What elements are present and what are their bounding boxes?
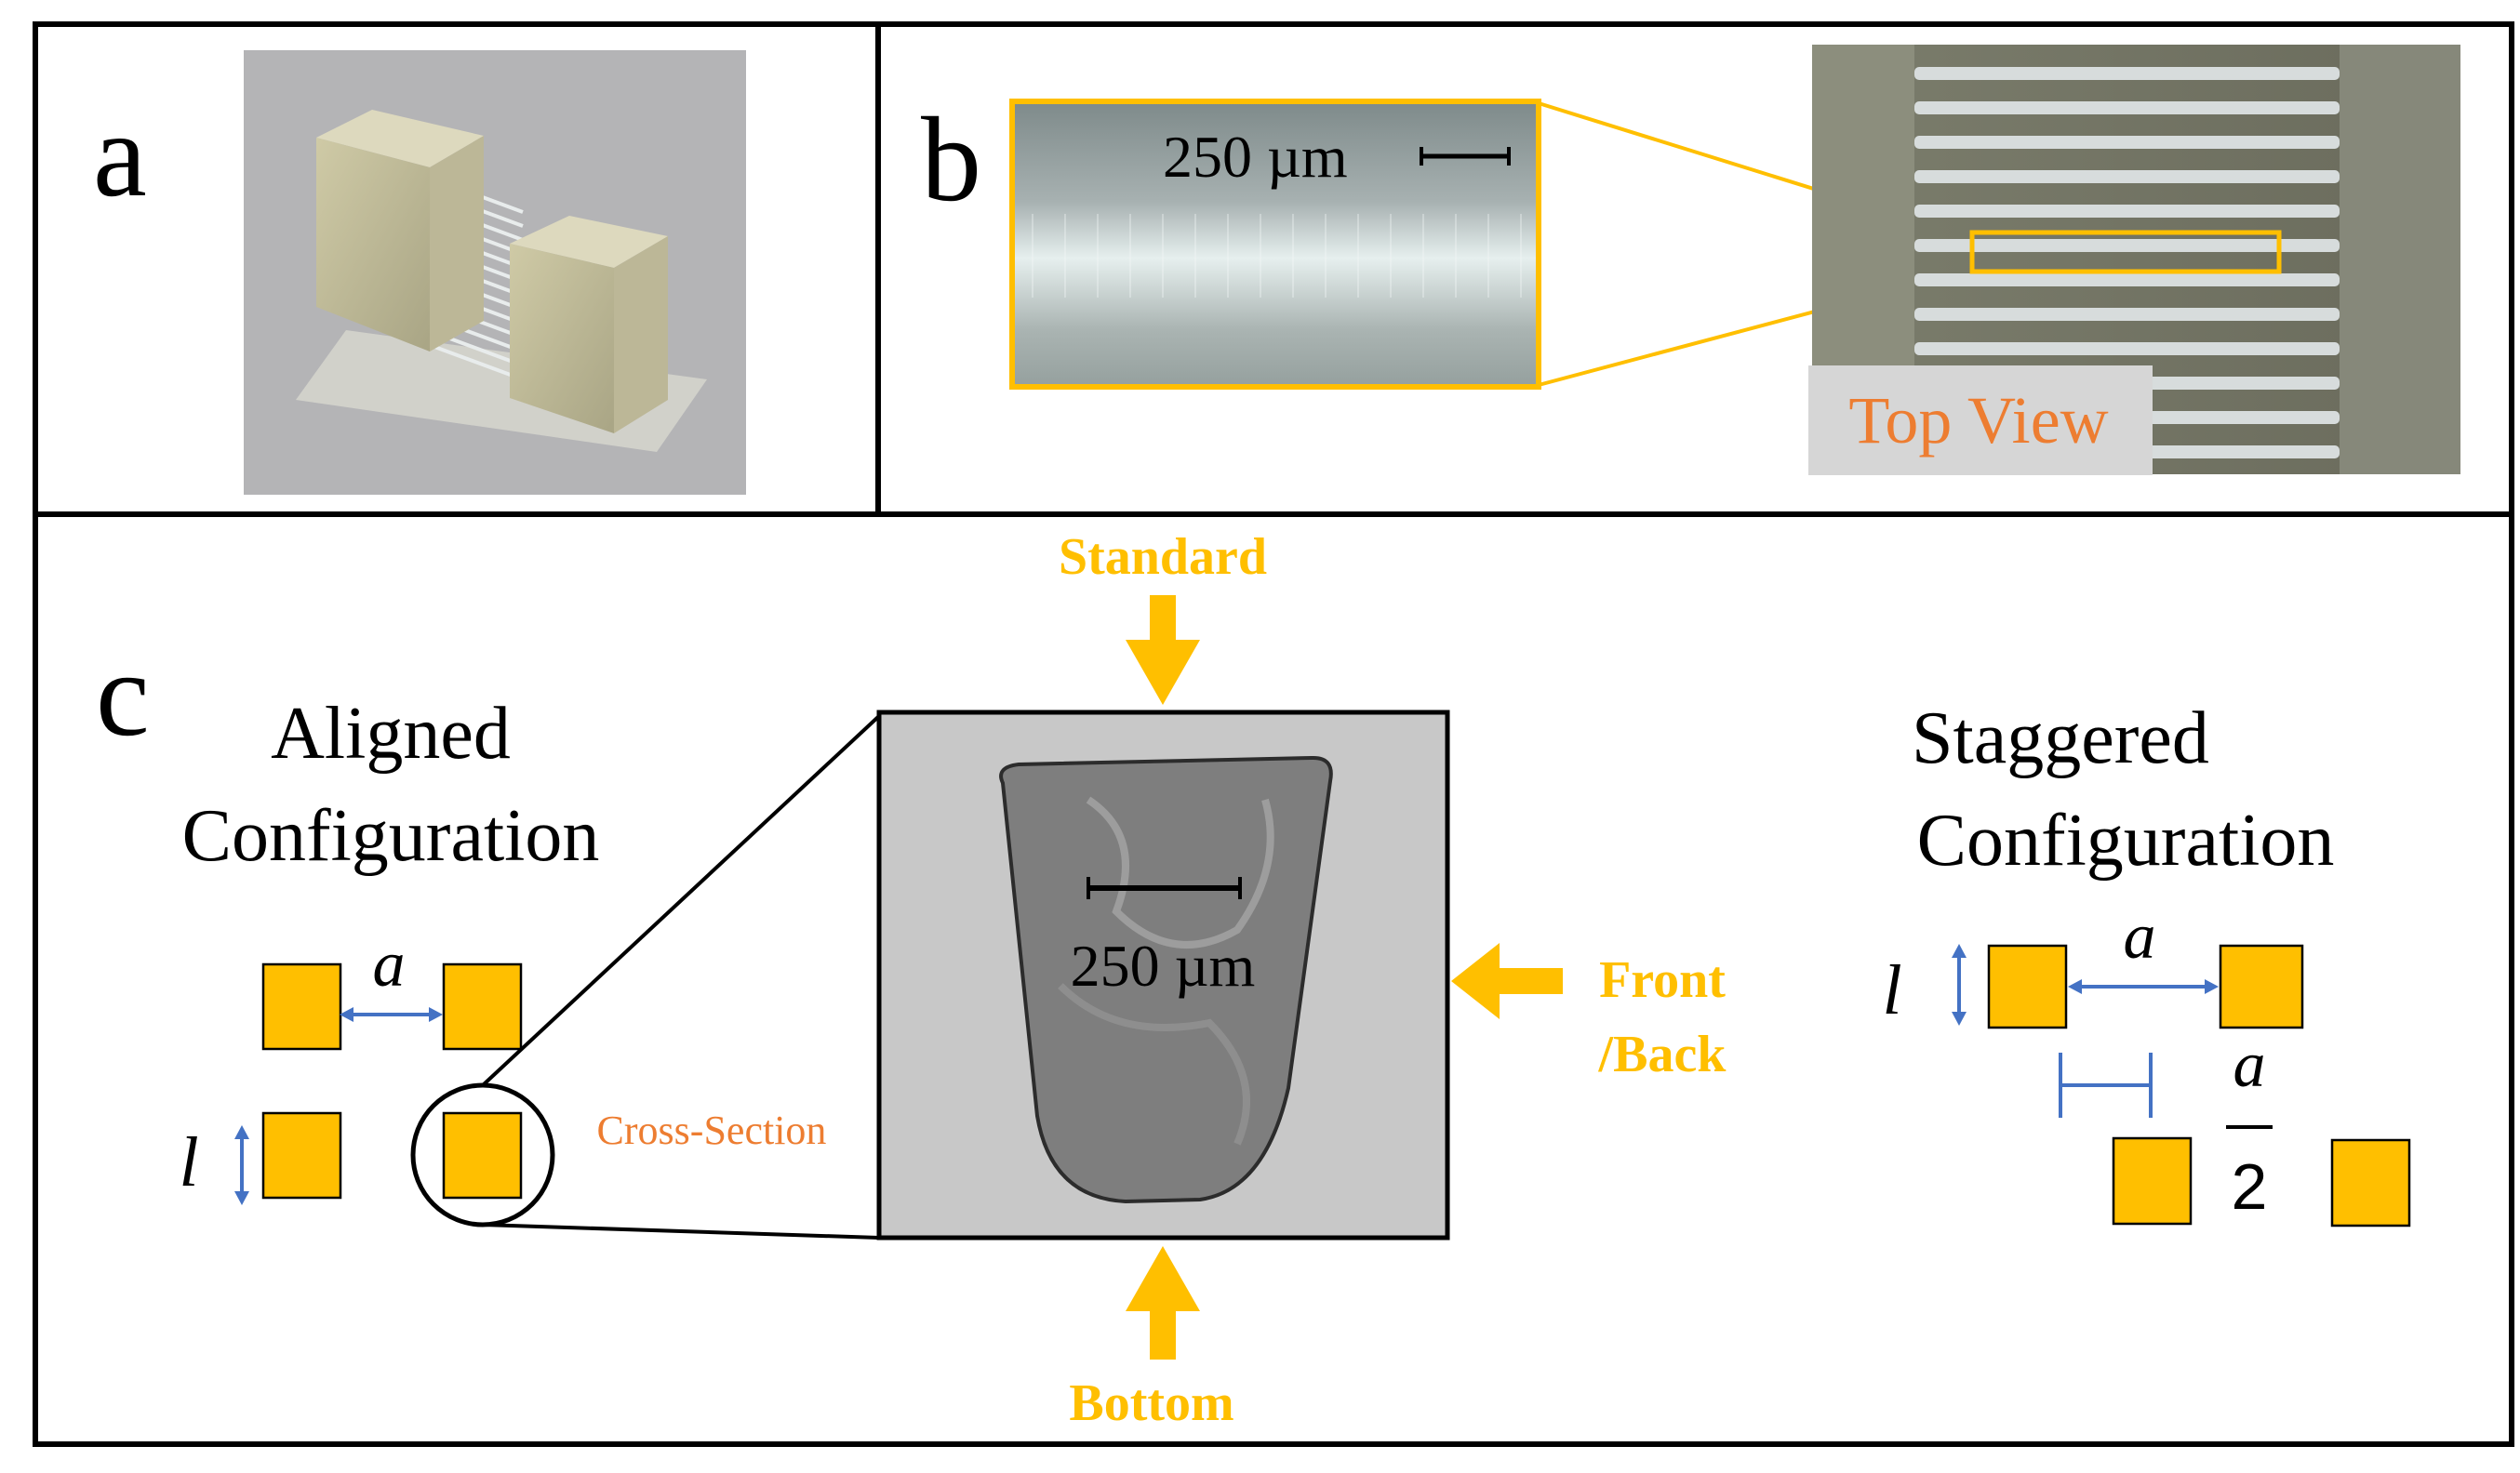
staggered-diagram: l a a 2 bbox=[1882, 901, 2411, 1228]
top-view-label: Top View bbox=[1848, 383, 2108, 458]
panel-c: c Aligned Configuration Staggered Config… bbox=[96, 528, 2411, 1432]
staggered-square-top-right bbox=[2219, 944, 2304, 1029]
top-view-photo: Top View bbox=[1808, 45, 2460, 475]
staggered-symbol-a: a bbox=[2124, 901, 2156, 973]
outer-frame bbox=[33, 21, 2514, 1447]
zoom-inset: 250 µm bbox=[1009, 99, 1541, 390]
block-left-top bbox=[316, 110, 484, 167]
aligned-square-top-right bbox=[442, 962, 523, 1051]
aligned-square-bottom-left bbox=[261, 1111, 342, 1200]
staggered-square-top-left bbox=[1987, 944, 2068, 1029]
staggered-square-bottom-right bbox=[2330, 1138, 2411, 1228]
arrow-front-back bbox=[1451, 943, 1563, 1019]
aligned-symbol-l: l bbox=[179, 1123, 198, 1201]
top-view-right-block bbox=[2340, 45, 2460, 474]
arrow-front-label-line2: /Back bbox=[1598, 1026, 1727, 1083]
panel-frames bbox=[33, 21, 2514, 1447]
block-left-front bbox=[316, 138, 430, 352]
arrow-standard-label: Standard bbox=[1059, 528, 1267, 586]
arrow-standard bbox=[1126, 595, 1200, 705]
aligned-title-line2: Configuration bbox=[182, 795, 600, 877]
panel-b-label: b bbox=[921, 93, 981, 227]
arrow-front-label-line1: Front bbox=[1599, 951, 1726, 1009]
block-right-front bbox=[510, 244, 614, 433]
cross-section-zoom-line-top bbox=[481, 714, 881, 1087]
layer-texture bbox=[1032, 214, 1522, 298]
zoom-inset-border bbox=[1009, 99, 1541, 390]
fraction-denominator: 2 bbox=[2232, 1150, 2268, 1223]
top-view-zoom-box bbox=[1969, 230, 2282, 274]
staggered-symbol-l: l bbox=[1882, 951, 1901, 1029]
panel-a: a bbox=[93, 50, 746, 495]
top-view-label-background bbox=[1808, 365, 2153, 475]
panel-a-photo bbox=[244, 50, 746, 495]
staggered-square-bottom-left bbox=[2112, 1136, 2193, 1226]
block-right-side bbox=[614, 236, 668, 433]
zoom-scale-text: 250 µm bbox=[1163, 124, 1348, 190]
arrow-bottom bbox=[1126, 1246, 1200, 1360]
aligned-square-top-left bbox=[261, 962, 342, 1051]
aligned-title-line1: Aligned bbox=[271, 693, 511, 775]
aligned-square-bottom-right bbox=[442, 1111, 523, 1200]
aligned-diagram: a l Cross-Section bbox=[179, 929, 827, 1228]
panel-a-label: a bbox=[93, 88, 147, 222]
panel-b: b 250 µm bbox=[921, 45, 2460, 475]
zoom-inset-photo bbox=[1012, 101, 1539, 387]
cross-section-zoom-line-bottom bbox=[482, 1223, 880, 1240]
block-right-top bbox=[510, 216, 668, 268]
fraction-numerator: a bbox=[2233, 1029, 2266, 1101]
aligned-symbol-a: a bbox=[373, 929, 406, 1001]
staggered-title-line2: Configuration bbox=[1917, 800, 2335, 882]
panel-c-label: c bbox=[96, 628, 150, 762]
arrow-bottom-label: Bottom bbox=[1069, 1374, 1233, 1432]
orientation-arrows: Standard Front /Back Bottom bbox=[1059, 528, 1727, 1432]
cross-section-image: 250 µm bbox=[876, 710, 1450, 1241]
cross-section-label: Cross-Section bbox=[597, 1108, 827, 1153]
staggered-title-line1: Staggered bbox=[1912, 697, 2209, 779]
block-left-side bbox=[430, 136, 484, 352]
cross-section-scale-text: 250 µm bbox=[1071, 933, 1256, 999]
